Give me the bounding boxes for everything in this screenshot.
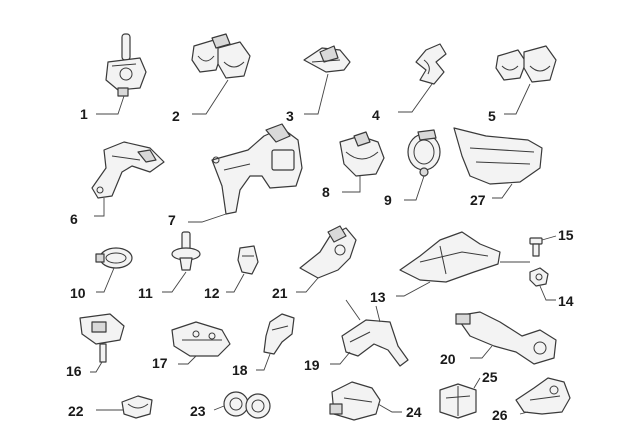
- part-5-drawing: [495, 45, 557, 83]
- label-5: 5: [488, 108, 496, 124]
- label-7: 7: [168, 212, 176, 228]
- part-17-drawing: [171, 321, 231, 357]
- label-11: 11: [138, 285, 153, 301]
- label-17: 17: [152, 355, 168, 371]
- part-19-drawing: [341, 299, 409, 367]
- part-6-drawing: [91, 141, 165, 199]
- part-27-drawing: [453, 127, 543, 185]
- part-12-drawing: [237, 245, 259, 275]
- part-8-drawing: [339, 131, 385, 177]
- part-26-drawing: [515, 377, 571, 415]
- part-7-drawing: [211, 123, 303, 215]
- part-18-drawing: [263, 313, 295, 355]
- part-16-drawing: [79, 313, 125, 363]
- part-23-drawing: [223, 391, 271, 419]
- label-12: 12: [204, 285, 220, 301]
- label-20: 20: [440, 351, 456, 367]
- part-3-drawing: [303, 45, 351, 73]
- label-27: 27: [470, 192, 486, 208]
- label-22: 22: [68, 403, 84, 419]
- part-24-drawing: [329, 381, 381, 421]
- label-4: 4: [372, 107, 380, 123]
- label-19: 19: [304, 357, 320, 373]
- label-10: 10: [70, 285, 86, 301]
- label-26: 26: [492, 407, 508, 423]
- label-3: 3: [286, 108, 294, 124]
- part-11-drawing: [171, 231, 201, 271]
- part-10-drawing: [95, 247, 133, 269]
- part-25-drawing: [439, 383, 477, 419]
- part-22-drawing: [121, 395, 153, 419]
- part-4-drawing: [415, 43, 447, 85]
- label-6: 6: [70, 211, 78, 227]
- label-15: 15: [558, 227, 574, 243]
- part-13-drawing: [399, 231, 501, 283]
- label-16: 16: [66, 363, 82, 379]
- label-9: 9: [384, 192, 392, 208]
- label-8: 8: [322, 184, 330, 200]
- part-21-drawing: [299, 225, 357, 279]
- label-18: 18: [232, 362, 248, 378]
- label-14: 14: [558, 293, 574, 309]
- part-2-drawing: [191, 33, 251, 79]
- part-15-drawing: [529, 237, 543, 257]
- label-21: 21: [272, 285, 288, 301]
- label-13: 13: [370, 289, 386, 305]
- label-25: 25: [482, 369, 498, 385]
- part-1-drawing: [105, 33, 147, 97]
- label-1: 1: [80, 106, 88, 122]
- part-14-drawing: [529, 267, 549, 287]
- part-9-drawing: [407, 129, 441, 177]
- label-24: 24: [406, 404, 422, 420]
- label-23: 23: [190, 403, 206, 419]
- label-2: 2: [172, 108, 180, 124]
- part-20-drawing: [455, 311, 557, 365]
